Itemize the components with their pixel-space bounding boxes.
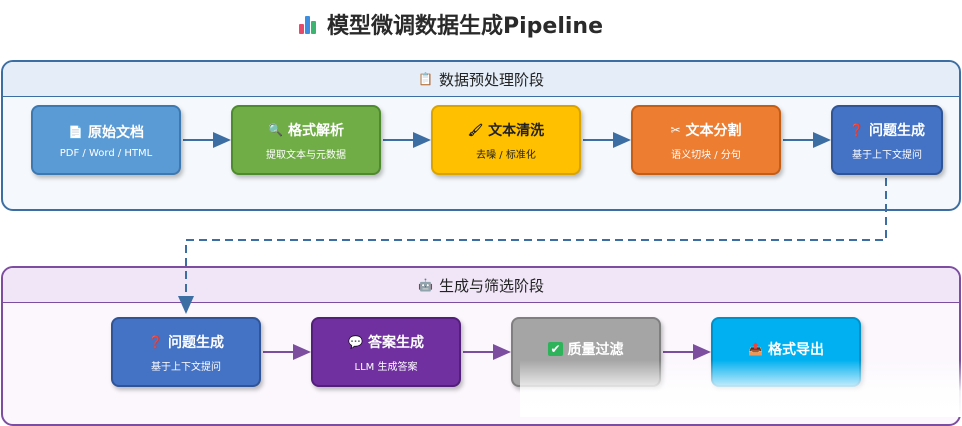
node-subtitle: 提取文本与元数据 (266, 149, 346, 161)
node-subtitle: 去噪 / 标准化 (476, 149, 536, 161)
connector-arrow (178, 178, 887, 314)
node-subtitle: PDF / Word / HTML (59, 147, 153, 159)
node-title: 答案生成 (367, 334, 424, 351)
node-subtitle: LLM 生成答案 (354, 361, 418, 373)
node-title: 问题生成 (167, 334, 224, 351)
magnifier-icon: 🔍 (268, 122, 283, 137)
bar-chart-icon (297, 13, 319, 35)
fade-overlay (520, 360, 962, 417)
brush-icon: 🖌 (467, 122, 484, 137)
document-icon: 📄 (68, 124, 83, 139)
node-title: 格式导出 (767, 342, 824, 358)
phase-header: 📋 数据预处理阶段 (3, 62, 959, 97)
node-title: 文本分割 (685, 122, 742, 139)
node-subtitle: 基于上下文提问 (151, 361, 221, 373)
node-title: 质量过滤 (567, 342, 624, 358)
question-icon: ❓ (849, 122, 864, 137)
phase-label: 数据预处理阶段 (438, 70, 544, 89)
clipboard-icon: 📋 (418, 72, 433, 86)
node-subtitle: 基于上下文提问 (852, 149, 922, 161)
node-question-generation: ❓ 问题生成 基于上下文提问 (831, 105, 943, 175)
node-format-parsing: 🔍 格式解析 提取文本与元数据 (231, 105, 381, 175)
node-title: 格式解析 (287, 122, 344, 139)
speech-bubble-icon: 💬 (348, 334, 363, 349)
node-text-splitting: ✂ 文本分割 语义切块 / 分句 (631, 105, 781, 175)
node-title: 问题生成 (868, 122, 925, 139)
node-answer-generation: 💬 答案生成 LLM 生成答案 (311, 317, 461, 387)
export-icon: 📤 (748, 342, 763, 356)
node-title: 原始文档 (87, 124, 144, 141)
question-icon: ❓ (148, 334, 163, 349)
node-question-generation: ❓ 问题生成 基于上下文提问 (111, 317, 261, 387)
scissors-icon: ✂ (670, 122, 681, 137)
phase-label: 生成与筛选阶段 (438, 276, 544, 295)
page-title: 模型微调数据生成Pipeline (0, 8, 900, 40)
node-title: 文本清洗 (488, 122, 545, 139)
node-subtitle: 语义切块 / 分句 (671, 149, 741, 161)
phase-header: 🤖 生成与筛选阶段 (3, 268, 959, 303)
robot-icon: 🤖 (418, 278, 433, 292)
checkmark-icon: ✔ (548, 342, 563, 356)
node-text-cleaning: 🖌 文本清洗 去噪 / 标准化 (431, 105, 581, 175)
flow-arrows (178, 132, 887, 360)
page-title-text: 模型微调数据生成Pipeline (327, 14, 603, 39)
node-raw-documents: 📄 原始文档 PDF / Word / HTML (31, 105, 181, 175)
